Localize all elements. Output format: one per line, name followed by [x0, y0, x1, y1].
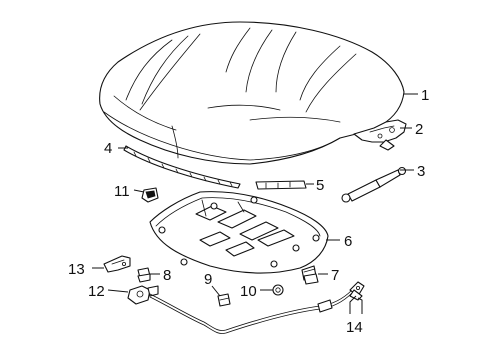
grommet	[272, 284, 284, 296]
callout-8: 8	[163, 267, 171, 284]
callout-2: 2	[415, 121, 423, 138]
hood-bumper-stop	[141, 187, 159, 203]
front-hood-seal	[123, 145, 241, 189]
callout-5: 5	[316, 177, 324, 194]
push-pin-retainer	[137, 267, 151, 283]
release-handle	[103, 255, 131, 273]
rear-hood-seal	[255, 180, 307, 190]
cable-end-fittings	[349, 281, 365, 301]
callout-12: 12	[88, 283, 105, 300]
callout-1: 1	[421, 87, 429, 104]
hood-lift-strut	[341, 166, 407, 203]
callout-3: 3	[417, 163, 425, 180]
callout-4: 4	[104, 140, 112, 157]
hood-stop-post	[301, 265, 319, 285]
callout-14: 14	[346, 319, 363, 336]
callout-11: 11	[114, 183, 130, 200]
release-lever	[127, 285, 159, 305]
cable-clip	[217, 293, 231, 307]
callout-6: 6	[344, 233, 352, 250]
release-cable	[149, 289, 353, 334]
callout-10: 10	[240, 283, 257, 300]
callout-9: 9	[204, 271, 212, 288]
callout-labels: 1 2 3 4 5 6 7 8 9 10 11 12 13 14	[68, 87, 429, 336]
callout-7: 7	[331, 267, 339, 284]
hood-insulator	[149, 191, 329, 274]
hood-panel	[99, 21, 405, 165]
hood-hinge	[353, 119, 407, 151]
callout-13: 13	[68, 261, 85, 278]
leader-lines	[92, 93, 418, 314]
